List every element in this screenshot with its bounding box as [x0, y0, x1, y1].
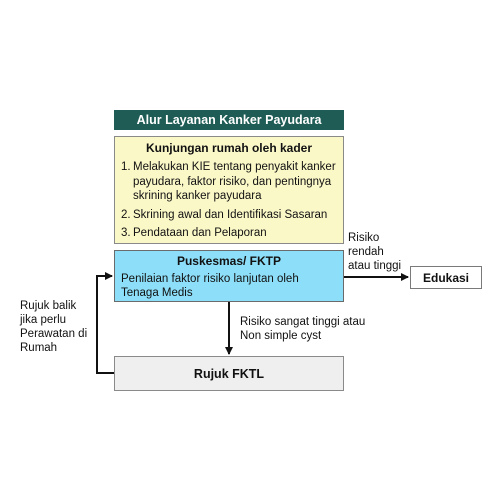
risiko-sangat-tinggi-label: Risiko sangat tinggi atau Non simple cys…	[240, 315, 400, 343]
label-line: Non simple cyst	[240, 330, 322, 342]
kader-item-text: Melakukan KIE tentang penyakit kanker pa…	[133, 161, 336, 202]
label-line: atau tinggi	[348, 260, 402, 272]
label-line: Risiko	[348, 232, 380, 244]
kader-item-number: 1.	[121, 161, 131, 173]
kader-item-text: Skrining awal dan Identifikasi Sasaran	[133, 208, 328, 221]
kader-title: Kunjungan rumah oleh kader	[145, 141, 313, 155]
label-line: Perawatan di	[20, 328, 88, 340]
label-line: rendah	[348, 246, 384, 258]
kader-item-text: Pendataan dan Pelaporan	[133, 227, 267, 239]
risiko-rendah-label: Risiko rendah atau tinggi	[348, 231, 418, 273]
kader-list: 1. Melakukan KIE tentang penyakit kanker…	[121, 160, 337, 241]
puskesmas-title: Puskesmas/ FKTP	[176, 254, 282, 268]
kader-item: 3. Pendataan dan Pelaporan	[121, 226, 337, 241]
kader-item-number: 2.	[121, 208, 131, 221]
label-line: jika perlu	[20, 314, 67, 326]
label-line: Rujuk balik	[20, 300, 77, 312]
rujuk-balik-label: Rujuk balik jika perlu Perawatan di Ruma…	[20, 299, 110, 355]
diagram-title: Alur Layanan Kanker Payudara	[114, 110, 344, 130]
label-line: Risiko sangat tinggi atau	[240, 316, 366, 328]
label-line: Rumah	[20, 342, 58, 354]
puskesmas-box: Puskesmas/ FKTP Penilaian faktor risiko …	[114, 250, 344, 302]
rujuk-fktl-box: Rujuk FKTL	[114, 356, 344, 391]
kader-box: Kunjungan rumah oleh kader 1. Melakukan …	[114, 136, 344, 244]
kader-item: 1. Melakukan KIE tentang penyakit kanker…	[121, 160, 337, 204]
arrow-rujuk-balik	[96, 272, 114, 374]
kader-item: 2. Skrining awal dan Identifikasi Sasara…	[121, 208, 337, 223]
edukasi-box: Edukasi	[410, 266, 482, 289]
kader-item-number: 3.	[121, 227, 131, 239]
puskesmas-text: Penilaian faktor risiko lanjutan oleh Te…	[121, 273, 299, 299]
